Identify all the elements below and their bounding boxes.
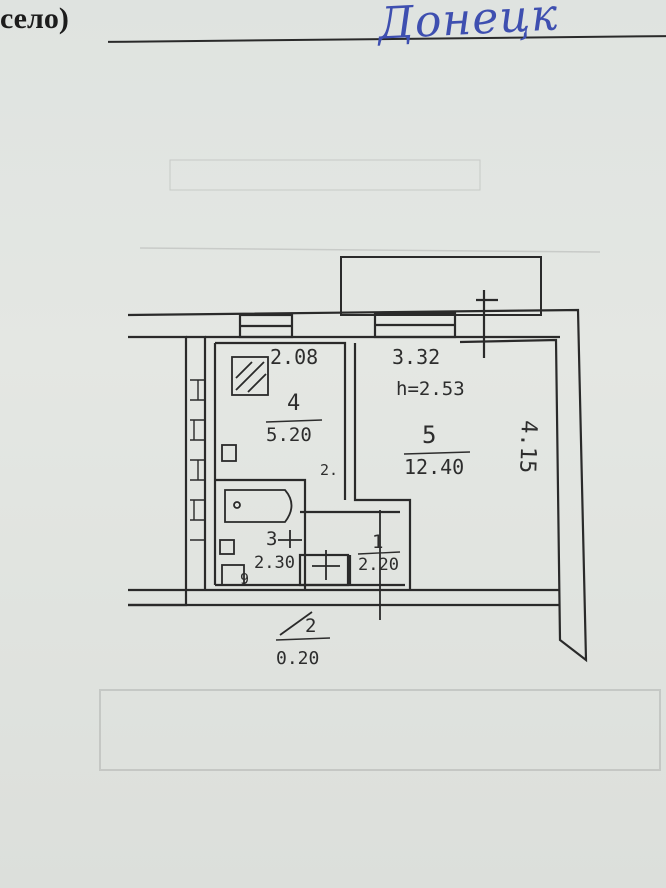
room-4-number: 4 [287,391,300,416]
stove [221,356,269,462]
bath-tub [219,489,293,586]
wall-hatching [190,379,205,541]
plan-labels: 2.08 3.32 h=2.53 4 5.20 5 12.40 3 2.30 1… [240,345,541,669]
room-length-dim: 4.15 [514,420,541,474]
room-4-area: 5.20 [266,424,312,446]
room-1-number: 1 [372,531,383,553]
faded-background-print [99,159,661,771]
balcony [340,256,542,316]
bath-mark: 9 [240,570,249,588]
kitchen-mark: 2. [320,461,338,479]
room-5-area: 12.40 [404,455,464,479]
room-2-number: 2 [305,615,316,637]
settlement-label: село) [0,2,69,35]
room-3-area: 2.30 [254,553,295,573]
outer-walls [127,290,588,663]
room-width-dim: 3.32 [392,345,440,369]
room-3-number: 3 [266,528,277,550]
kitchen-width-dim: 2.08 [270,345,318,369]
room-2-area: 0.20 [276,648,319,669]
ceiling-height-dim: h=2.53 [396,378,465,400]
cross-marks [278,510,381,636]
room-5-number: 5 [422,421,436,449]
room-1-area: 2.20 [358,555,399,575]
partitions [213,341,412,590]
